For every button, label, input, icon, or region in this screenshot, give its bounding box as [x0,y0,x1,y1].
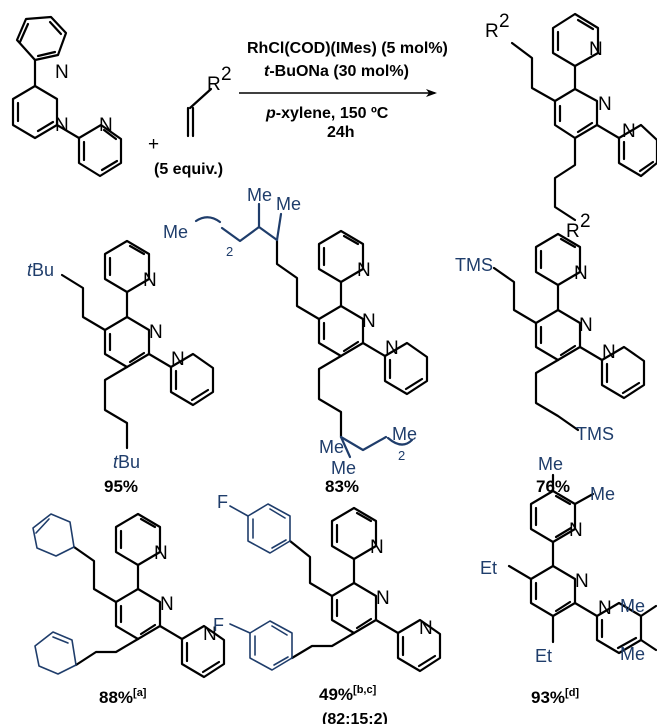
atom-n: N [385,338,399,359]
methyl-label: Me [620,644,645,664]
atom-n: N [55,62,69,83]
atom-n: N [55,115,69,136]
yield-label: 95% [104,477,138,496]
atom-n: N [99,115,113,136]
yield-label: 83% [325,477,359,496]
product-r-superscript: 2 [580,211,591,232]
methyl-label: Me [590,484,615,504]
methyl-label: Me [538,454,563,474]
fluorophenyl-ring-upper [229,503,291,554]
yield-label: 88%[a] [99,687,147,707]
product-fluorophenyl [288,506,442,673]
atom-n: N [602,342,616,363]
product-r-superscript: 2 [499,11,510,32]
methyl-label: Me [331,458,356,478]
atom-n: N [357,260,371,281]
methyl-label: Me [247,185,272,205]
reactant-terpyridine [11,15,123,178]
methyl-label: Me [620,596,645,616]
atom-n: N [149,322,163,343]
atom-n: N [579,315,593,336]
atom-n: N [598,598,612,619]
product-dialkylated-terpyridine [510,12,657,222]
product-r-group: R [566,221,580,242]
product-tms [492,232,646,432]
arrow-head [426,89,437,97]
methyl-label: Me [276,194,301,214]
condition-time: 24h [327,124,355,141]
methyl-label: Me [163,222,188,242]
atom-n: N [419,618,433,639]
atom-n: N [370,537,384,558]
branched-chain-upper [194,202,283,243]
tbu-label: tBu [27,260,54,280]
cyclohexene-ring-lower [34,631,77,675]
atom-n: N [203,624,217,645]
atom-n: N [569,520,583,541]
tbu-label: tBu [113,452,140,472]
ethyl-label: Et [535,646,552,666]
yield-label: 49%[b,c] [319,684,377,704]
atom-n: N [160,594,174,615]
product-diethyl-tetramethyl [507,473,657,655]
fluorophenyl-ring-lower [229,620,293,671]
selectivity-ratio: (82:15:2) [322,711,388,724]
atom-n: N [575,571,589,592]
atom-n: N [154,543,168,564]
fluoro-label: F [213,615,224,635]
methyl-label: Me [392,424,417,444]
condition-solvent: p-xylene, 150 ºC [265,105,389,122]
product-tbu [60,239,215,450]
tms-label: TMS [576,424,614,444]
condition-base: t-BuONa (30 mol%) [264,63,409,80]
branched-chain-lower [339,435,414,459]
chain-subscript: 2 [398,448,405,463]
ethyl-label: Et [480,558,497,578]
atom-n: N [622,121,636,142]
product-branched-alkyl [275,229,429,439]
product-r-group: R [485,21,499,42]
atom-n: N [598,94,612,115]
atom-n: N [143,270,157,291]
product-cyclohexenyl [72,512,226,679]
reactant-alkene [186,87,213,138]
condition-catalyst: RhCl(COD)(IMes) (5 mol%) [247,40,448,57]
alkene-r-superscript: 2 [221,64,232,85]
atom-n: N [574,263,588,284]
atom-n: N [589,39,603,60]
alkene-r-group: R [207,74,221,95]
fluoro-label: F [217,492,228,512]
atom-n: N [171,349,185,370]
yield-label: 93%[d] [531,687,579,707]
atom-n: N [376,588,390,609]
reactant-equivalents: (5 equiv.) [154,161,223,178]
plus-sign: + [148,134,159,155]
atom-n: N [362,311,376,332]
tms-label: TMS [455,255,493,275]
cyclohexene-ring-upper [32,513,75,557]
methyl-label: Me [319,437,344,457]
chain-subscript: 2 [226,244,233,259]
